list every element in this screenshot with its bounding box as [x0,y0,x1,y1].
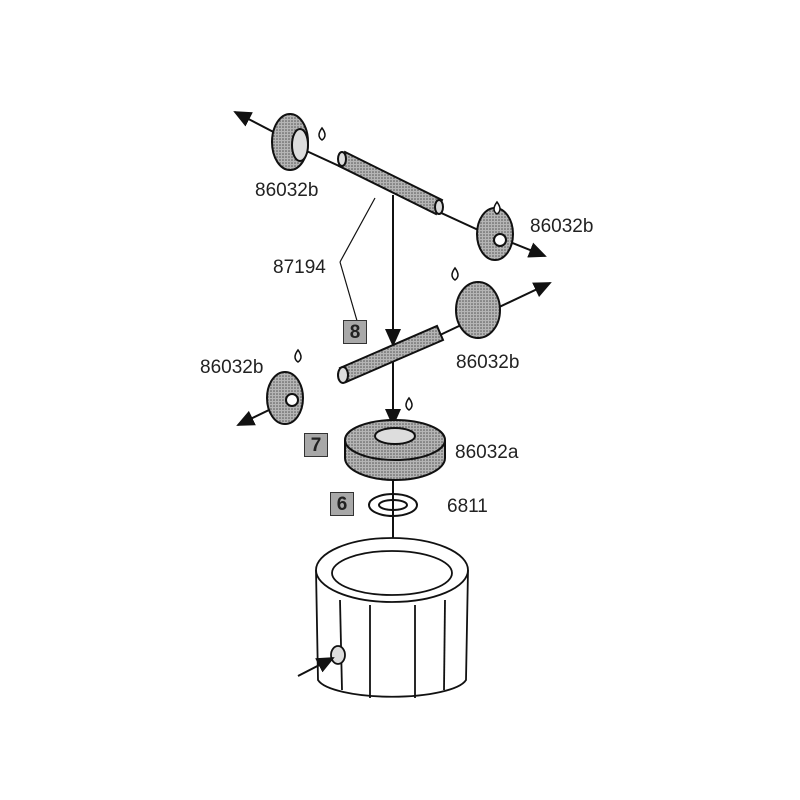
ring-gear [344,419,446,481]
shaft-top [337,150,444,216]
part-label-o-ring: 6811 [447,496,488,517]
grease-drop-icons [294,126,501,411]
shaft-middle [337,324,445,384]
part-label-side-gear: 86032b [200,357,264,378]
side-gear-top-left [271,113,309,171]
part-label-side-gear: 86032b [456,352,520,373]
part-label-shaft: 87194 [273,257,326,278]
side-gear-top-right [476,207,514,261]
side-gear-mid-left [266,371,304,425]
arrow-housing [297,657,335,677]
part-label-ring-gear: 86032a [455,442,519,463]
side-gear-mid-right [455,281,501,339]
o-ring [368,493,418,517]
part-label-side-gear: 86032b [530,216,594,237]
step-badge-7: 7 [304,433,328,457]
step-badge-6: 6 [330,492,354,516]
step-badge-8: 8 [343,320,367,344]
diff-housing [315,537,469,698]
part-label-side-gear: 86032b [255,180,319,201]
